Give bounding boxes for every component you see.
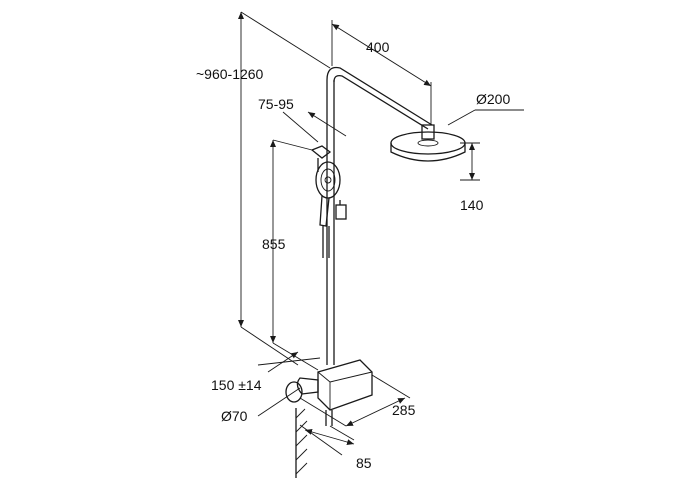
label-mixer-depth: 85 [356,455,372,471]
label-hand-shower-offset: 75-95 [258,96,294,112]
dim-total-height [238,11,331,366]
label-arm-length: 400 [366,39,390,55]
label-head-drop: 140 [460,197,484,213]
dim-mixer-depth [299,424,355,456]
label-head-diameter: Ø200 [476,91,511,107]
dim-arm-length [331,20,432,124]
dim-inlet-spacing [257,351,321,373]
label-total-height: ~960-1260 [196,66,264,82]
label-holder-height: 855 [262,236,286,252]
label-inlet-spacing: 150 ±14 [211,377,262,393]
label-escutcheon-diameter: Ø70 [221,408,248,424]
thermostatic-mixer [285,359,373,426]
wall-hatch [295,408,308,478]
dim-wall-projection [299,374,411,427]
dim-holder-height [270,139,319,371]
riser-pipe [326,80,335,365]
label-wall-projection: 285 [392,402,416,418]
dim-head-diameter [447,109,524,126]
dim-hand-shower-offset [282,111,347,143]
hand-shower [310,145,347,258]
dim-escutcheon-diameter [257,387,301,417]
dim-head-drop [460,142,480,181]
rain-shower-head [390,124,466,162]
